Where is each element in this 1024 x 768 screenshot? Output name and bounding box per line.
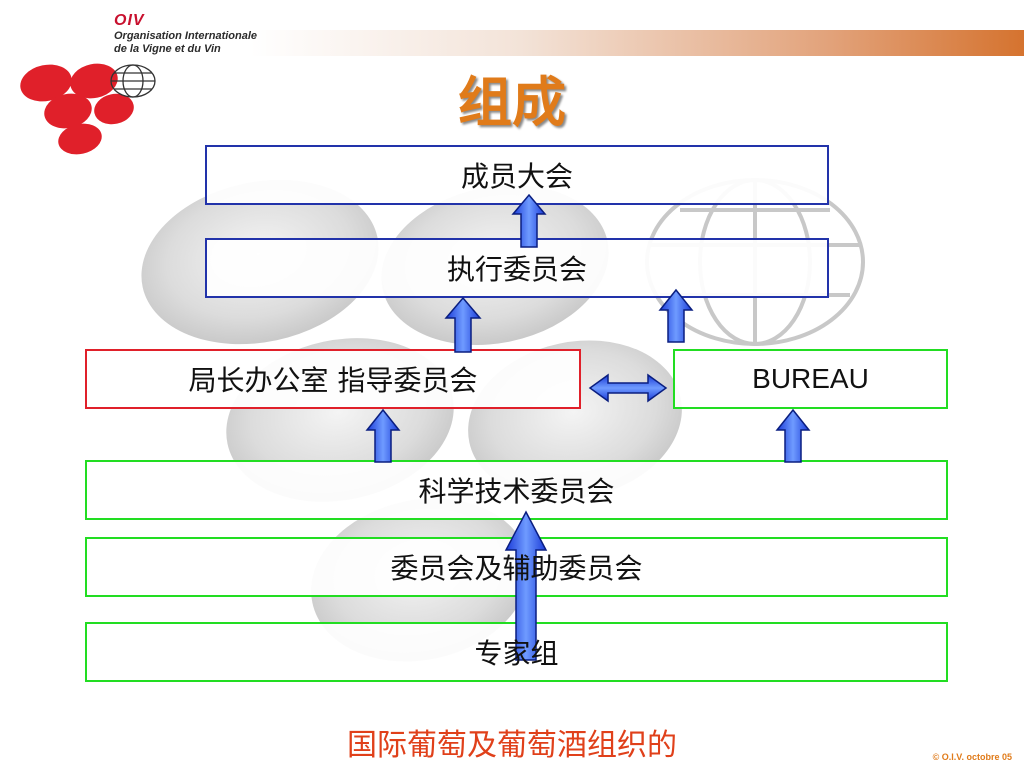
box-director-steering-committee: 局长办公室 指导委员会 bbox=[85, 349, 581, 409]
oiv-logo: OIV Organisation Internationale de la Vi… bbox=[18, 4, 258, 159]
box-label: BUREAU bbox=[752, 363, 869, 394]
box-general-assembly: 成员大会 bbox=[205, 145, 829, 205]
box-commissions: 委员会及辅助委员会 bbox=[85, 537, 948, 597]
box-bureau: BUREAU bbox=[673, 349, 948, 409]
grape-globe-icon bbox=[20, 63, 156, 155]
box-label: 专家组 bbox=[474, 637, 559, 670]
box-label: 局长办公室 指导委员会 bbox=[188, 364, 478, 397]
header-gradient-band bbox=[250, 30, 1024, 56]
box-label: 成员大会 bbox=[460, 160, 573, 193]
box-expert-groups: 专家组 bbox=[85, 622, 948, 682]
box-label: 科学技术委员会 bbox=[418, 475, 615, 508]
footer-caption: 国际葡萄及葡萄酒组织的 bbox=[347, 728, 677, 763]
box-scientific-technical-committee: 科学技术委员会 bbox=[85, 460, 948, 520]
logo-abbreviation: OIV bbox=[114, 12, 145, 29]
logo-name-line2: de la Vigne et du Vin bbox=[114, 43, 221, 55]
copyright-notice: © O.I.V. octobre 05 bbox=[932, 752, 1012, 762]
box-label: 委员会及辅助委员会 bbox=[390, 552, 643, 585]
page-title: 组成 bbox=[458, 71, 566, 134]
logo-name-line1: Organisation Internationale bbox=[114, 30, 258, 42]
box-label: 执行委员会 bbox=[446, 253, 587, 286]
box-executive-committee: 执行委员会 bbox=[205, 238, 829, 298]
